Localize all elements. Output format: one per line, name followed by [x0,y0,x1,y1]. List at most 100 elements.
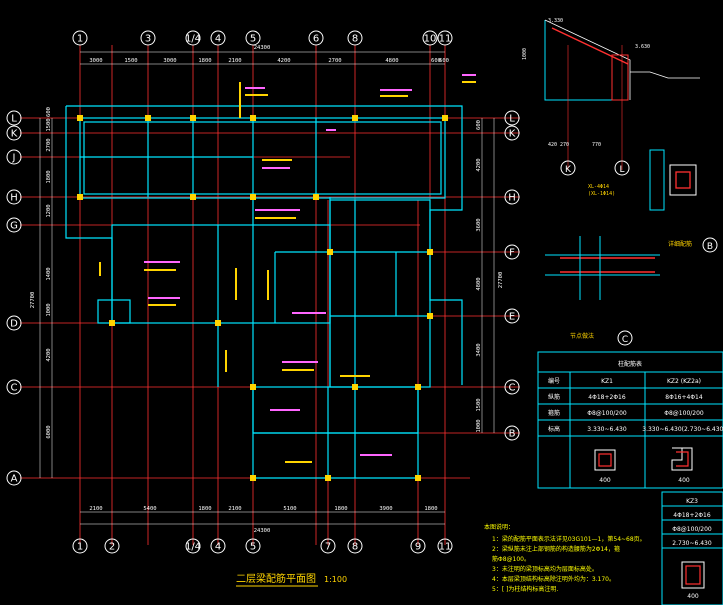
grid-bubble-bottom: 11 [439,542,452,553]
beam-outer-left [65,106,113,323]
grid-bubble-left: K [11,129,18,140]
grid-bubble-top-circle [210,30,226,46]
note-item: 5：[ ]为柱结构标高注明. [492,585,558,593]
detail-B-bubble [702,237,718,253]
section-bubble-L [614,160,630,176]
drawing-title: 二层梁配筋平面图 [236,572,316,585]
grid-bubble-bottom-circle [72,538,88,554]
rebar-annotations [99,74,476,463]
section-eave [630,71,700,79]
note-item: 4：本层梁顶结构标高除注明外均为：3.170。 [492,575,615,583]
dim-right-segment: 4800 [476,277,482,290]
grid-bubble-left: A [11,474,18,485]
grid-bubble-left: D [10,319,18,330]
grid-bubble-bottom-circle [185,538,201,554]
dim-left-segment: 600 [46,107,52,117]
grid-bubble-top-circle [245,30,261,46]
slope-label: XL-4Φ14(XL-1Φ14) [588,184,615,197]
detail-C-label: C [622,335,628,345]
kz2-section [671,447,693,471]
dim-left-segment: 1200 [46,204,52,217]
section-bubble-K [560,160,576,176]
beam-mid-block [111,224,331,324]
grid-bubble-top-circle [140,30,156,46]
grid-bubble-top-circle [72,30,88,46]
column [109,320,115,326]
grid-bubble-top-circle [185,30,201,46]
grid-bubble-top-circle [308,30,324,46]
dim-top-overall: 24300 [254,45,271,51]
beam-east-block [329,199,431,388]
grid-bubble-bottom-circle [347,538,363,554]
grid-bubble-left: G [10,221,18,232]
grid-bubble-bottom-circle [410,538,426,554]
column [250,194,256,200]
note-item: 1：梁的配筋平面表示法详见03G101—1，第54~68页。 [492,535,646,543]
grid-bubble-right: K [509,129,516,140]
dim-top-segment: 1500 [124,58,137,64]
column [190,194,196,200]
grid-bubble-left: L [11,114,17,125]
grid-bubble-bottom-circle [210,538,226,554]
grid-bubble-bottom: 4 [215,542,221,553]
detail-B-title: 详细配筋 [668,240,692,248]
column [77,115,83,121]
table-header: KZ1 [601,378,613,385]
grid-bubble-right-circle [504,189,520,205]
dim-bottom-segment: 2100 [89,506,102,512]
grid-bubble-top: 4 [215,34,221,45]
kz3-table: KZ3 4Φ18+2Φ16 Φ8@100/200 2.730~6.430 400 [661,491,723,605]
dim-top-segment: 2100 [228,58,241,64]
column [77,194,83,200]
dim-left-segment: 6000 [46,425,52,438]
dim-top-segment: 4200 [277,58,290,64]
beam-north-block-inner [83,121,442,195]
grid-bubble-top: 11 [439,34,452,45]
grid-bubble-bottom-circle [245,538,261,554]
grid-bubble-bottom: 7 [325,542,331,553]
dimension-lines [39,51,495,525]
table-cell: 8Φ16+4Φ14 [665,394,703,401]
section-dim: 3.330 [548,18,563,24]
dim-top-segment: 3000 [89,58,102,64]
dim-top-segment: 3000 [163,58,176,64]
dim-left-segment: 2700 [46,138,52,151]
notes-heading: 本图说明： [484,523,514,531]
column [313,194,319,200]
grid-bubble-right: L [509,114,515,125]
section-dim: 1000 [522,48,528,60]
table-cell: 3.330~6.430 [587,426,627,433]
section-dim: 270 [560,142,569,148]
kz3-row: 2.730~6.430 [672,540,712,547]
dim-right-overall: 27700 [498,272,504,289]
grid-bubble-left-circle [6,110,22,126]
grid-bubble-left-circle [6,470,22,486]
notes: 本图说明： 1：梁的配筋平面表示法详见03G101—1，第54~68页。 2：梁… [484,523,646,593]
section-dim: 420 [548,142,557,148]
dim-left-segment: 1500 [46,118,52,131]
grid-bubble-left-circle [6,189,22,205]
grid-bubble-bottom-circle [320,538,336,554]
dim-top-segment: 4800 [385,58,398,64]
column [327,249,333,255]
kz3-row: 4Φ18+2Φ16 [673,512,711,519]
dim-left-segment: 1800 [46,170,52,183]
grid-bubble-bottom: 5 [250,542,256,553]
kz1-rebar [598,453,612,467]
table-cell: 箍筋 [548,409,560,417]
dim-right-segment: 600 [476,120,482,130]
grid-bubble-right-circle [504,379,520,395]
grid-bubble-bottom: 8 [352,542,358,553]
kz3-dim: 400 [687,593,699,600]
section-label-L: L [619,165,624,175]
dim-bottom-segment: 1800 [334,506,347,512]
grid-bubble-left-circle [6,379,22,395]
column [215,320,221,326]
